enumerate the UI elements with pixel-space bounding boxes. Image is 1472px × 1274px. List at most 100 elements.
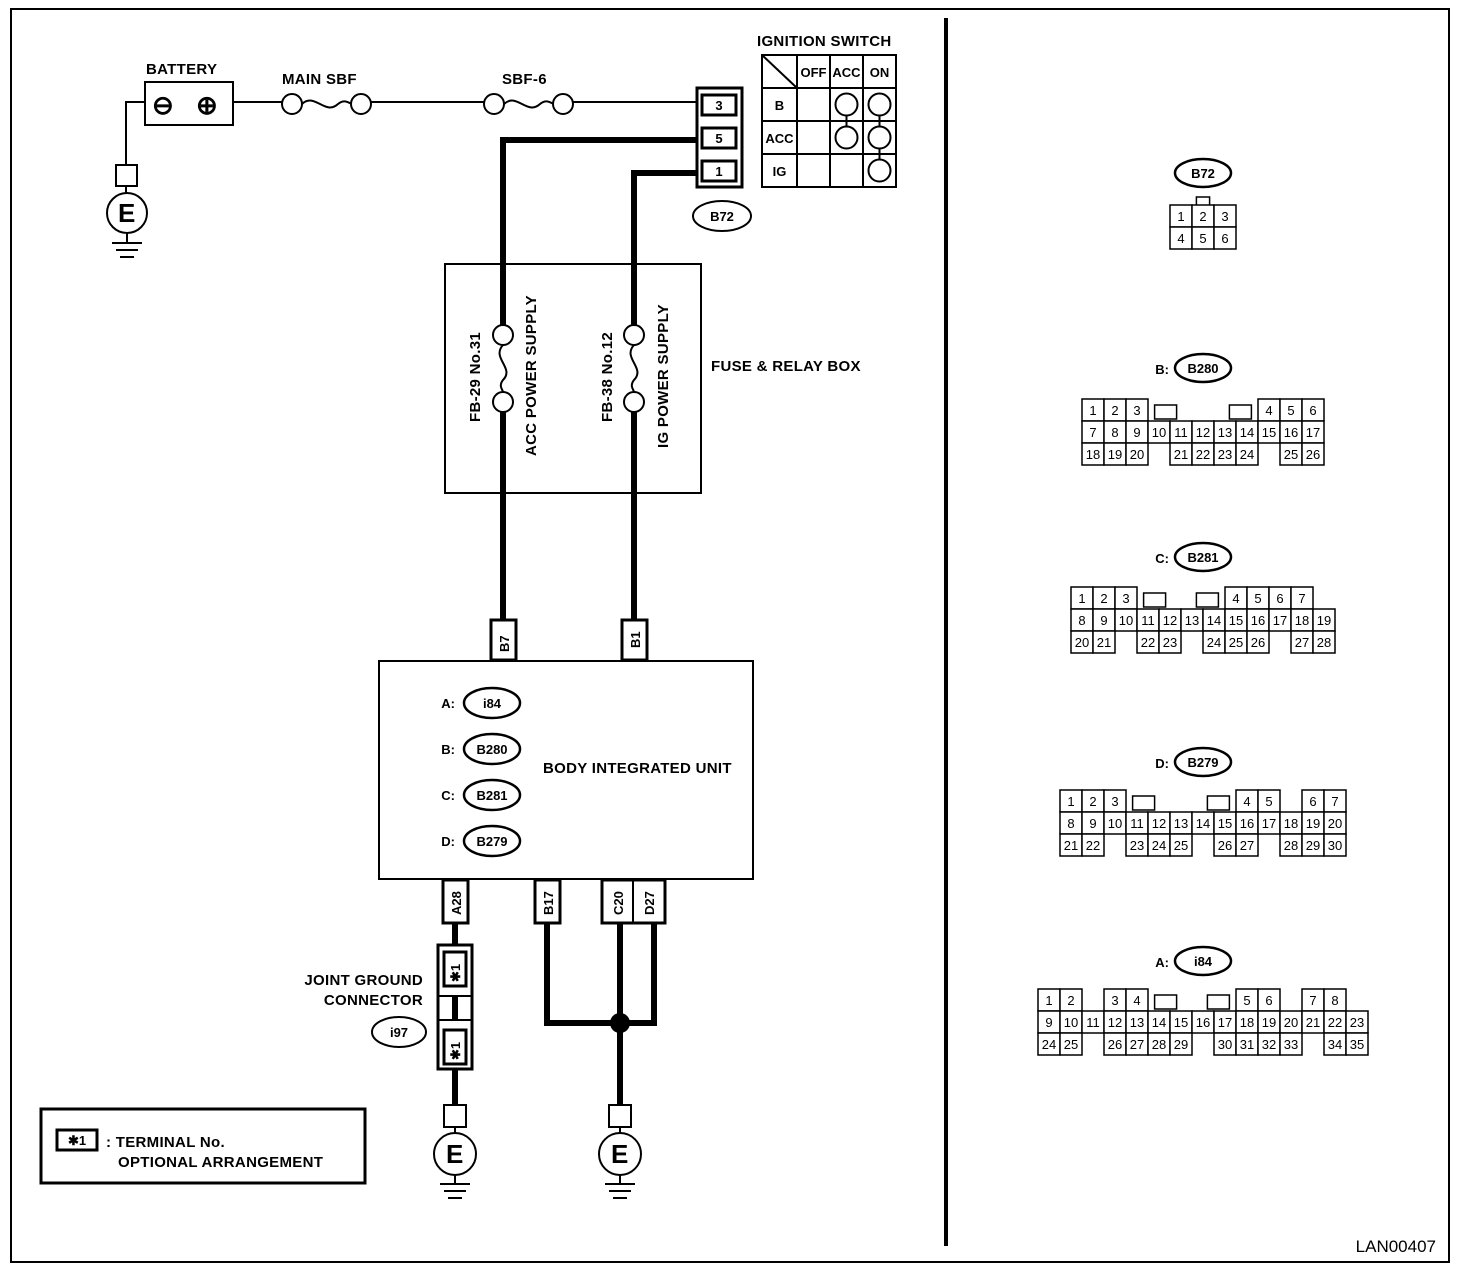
- connector-pin-number: 1: [1045, 993, 1052, 1008]
- connector-pin-number: 22: [1328, 1015, 1342, 1030]
- connector-pin-number: 15: [1174, 1015, 1188, 1030]
- ground-connector-1: [115, 164, 138, 187]
- ground-label-3: E: [611, 1139, 628, 1169]
- connector-pin-number: 20: [1284, 1015, 1298, 1030]
- main-sbf-terminal-b: [350, 93, 372, 115]
- connector-cell: [1235, 833, 1259, 857]
- b72-pin-label: 1: [715, 164, 722, 179]
- connector-pin-number: 21: [1097, 635, 1111, 650]
- connector-pin-number: 30: [1328, 838, 1342, 853]
- ground-label-2: E: [446, 1139, 463, 1169]
- ground-label-1: E: [118, 198, 135, 228]
- sbf6-fuse: [503, 99, 555, 109]
- connector-pin-number: 10: [1119, 613, 1133, 628]
- unit-conn-prefix: A:: [441, 696, 455, 711]
- connector-pin-number: 21: [1064, 838, 1078, 853]
- fuse-relay-box: [444, 263, 702, 494]
- connector-latch: [1195, 592, 1220, 608]
- connector-pin-number: 18: [1284, 816, 1298, 831]
- connector-view-title: B72: [1191, 166, 1215, 181]
- connector-pin-number: 7: [1309, 993, 1316, 1008]
- b72-pin-group: 351: [700, 93, 738, 183]
- connector-pin-number: 15: [1229, 613, 1243, 628]
- connector-pin-number: 21: [1306, 1015, 1320, 1030]
- b72-pin-3: [700, 93, 738, 117]
- pin-label-b17: B17: [541, 891, 556, 915]
- connector-pin-number: 27: [1130, 1037, 1144, 1052]
- legend-symbol-label: ✱1: [68, 1133, 86, 1148]
- connector-view-badge: [1173, 157, 1233, 189]
- joint-pin-b: [442, 1028, 468, 1066]
- switch-row-acc: ACC: [765, 131, 794, 146]
- connector-pin-number: 1: [1078, 591, 1085, 606]
- connector-pin-number: 6: [1309, 403, 1316, 418]
- connector-view-title: B280: [1187, 361, 1218, 376]
- switch-col-acc: ACC: [832, 65, 861, 80]
- connector-pin-number: 5: [1287, 403, 1294, 418]
- connector-pin-number: 14: [1152, 1015, 1166, 1030]
- wire-ground-merge: [544, 923, 657, 1026]
- connector-cell: [1345, 1032, 1369, 1056]
- connector-pin-number: 33: [1284, 1037, 1298, 1052]
- connector-pin-number: 6: [1265, 993, 1272, 1008]
- connector-pin-number: 17: [1262, 816, 1276, 831]
- connector-pin-number: 8: [1067, 816, 1074, 831]
- connector-pin-number: 26: [1251, 635, 1265, 650]
- connector-cell: [1169, 1032, 1193, 1056]
- connector-pin-number: 19: [1108, 447, 1122, 462]
- fuse2-terminal-a: [623, 324, 645, 346]
- connector-pin-number: 22: [1196, 447, 1210, 462]
- connector-pin-number: 11: [1174, 425, 1188, 440]
- switch-contact: [867, 158, 892, 183]
- connector-pin-number: 3: [1111, 993, 1118, 1008]
- battery-label: BATTERY: [146, 61, 217, 78]
- figure-id: LAN00407: [1356, 1237, 1436, 1256]
- joint-ground-label-line2: CONNECTOR: [324, 992, 423, 1009]
- pin-label-b7: B7: [497, 635, 512, 652]
- i97-badge: [371, 1016, 427, 1048]
- connector-pin-number: 1: [1089, 403, 1096, 418]
- b72-badge-label: B72: [710, 209, 734, 224]
- splice-point: [610, 1013, 630, 1033]
- connector-pin-number: 4: [1232, 591, 1239, 606]
- sbf6-terminal-a: [483, 93, 505, 115]
- connector-pin-number: 29: [1306, 838, 1320, 853]
- unit-conn-prefix: D:: [441, 834, 455, 849]
- connector-pin-number: 10: [1064, 1015, 1078, 1030]
- connector-pin-number: 27: [1240, 838, 1254, 853]
- connector-pin-number: 14: [1240, 425, 1254, 440]
- connector-pin-number: 7: [1298, 591, 1305, 606]
- connector-pin-number: 12: [1196, 425, 1210, 440]
- switch-contact: [867, 92, 892, 117]
- unit-conn-prefix: B:: [441, 742, 455, 757]
- fuse1-terminal-b: [492, 391, 514, 413]
- connector-pin-number: 1: [1067, 794, 1074, 809]
- connector-pin-number: 12: [1163, 613, 1177, 628]
- connector-view-badge: [1173, 352, 1233, 384]
- connector-pin-number: 4: [1265, 403, 1272, 418]
- switch-contact: [834, 125, 859, 150]
- pin-label-a28: A28: [449, 891, 464, 915]
- connector-pin-number: 2: [1111, 403, 1118, 418]
- connector-cell: [1323, 833, 1347, 857]
- switch-col-on: ON: [870, 65, 890, 80]
- switch-table-diagonal: [761, 54, 798, 89]
- b72-pin-1: [700, 159, 738, 183]
- pin-label-b1: B1: [628, 631, 643, 648]
- connector-view-badge: [1173, 541, 1233, 573]
- unit-conn-badge-label: B281: [476, 788, 507, 803]
- b72-connector-badge: [692, 200, 752, 232]
- connector-pin-number: 5: [1265, 794, 1272, 809]
- connector-latch: [1131, 795, 1156, 811]
- unit-conn-badge-b279: [462, 824, 522, 858]
- ground-connector-2: [443, 1104, 467, 1128]
- connector-latch: [1142, 592, 1167, 608]
- connector-pin-number: 13: [1174, 816, 1188, 831]
- b72-pin-label: 5: [715, 131, 722, 146]
- connector-pin-number: 22: [1141, 635, 1155, 650]
- connector-pin-number: 3: [1221, 209, 1228, 224]
- connector-pin-number: 24: [1042, 1037, 1056, 1052]
